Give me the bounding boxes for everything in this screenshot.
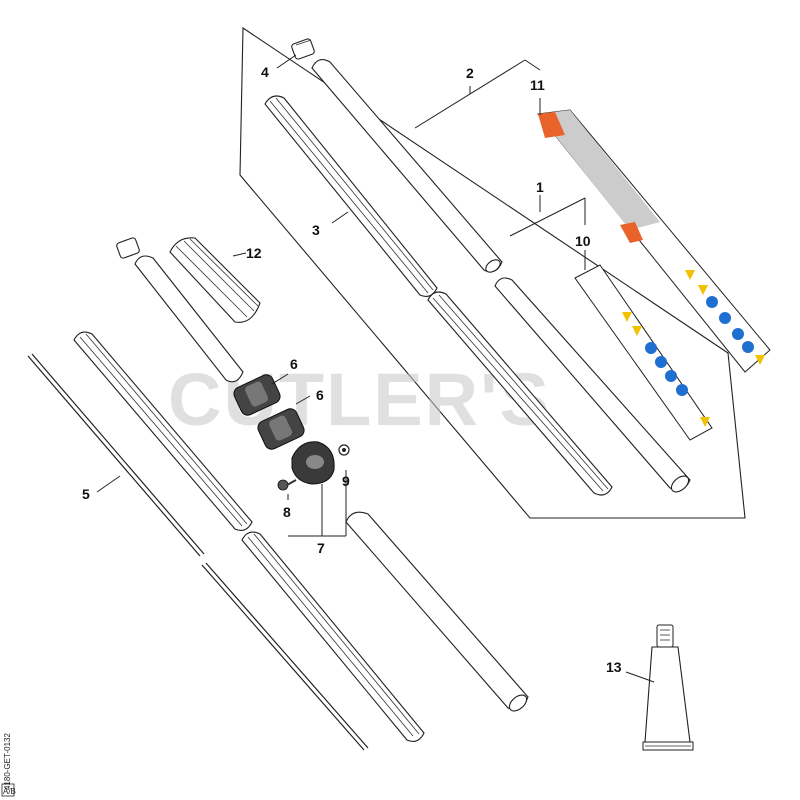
callout-13: 13 [606, 659, 622, 675]
drawing-number: 4180-GET-0132 [3, 733, 12, 790]
callout-6-lower: 6 [316, 387, 324, 403]
part-10-label-small [574, 264, 713, 441]
part-8-screw [277, 479, 297, 491]
callout-9: 9 [342, 473, 350, 489]
leader-lines [96, 54, 655, 683]
left-tube-cap [116, 237, 244, 383]
assembly-outline [239, 26, 746, 519]
part-6-clamp-upper [233, 374, 281, 416]
lower-drive-tube [345, 511, 529, 712]
callout-3: 3 [312, 222, 320, 238]
part-7-handle-clamp [291, 441, 335, 485]
part-13-grease-tube [642, 624, 694, 751]
callout-12: 12 [246, 245, 262, 261]
part-9-nut [338, 444, 350, 456]
part-1-tube-assembly [494, 277, 691, 493]
part-4-end-cap [291, 38, 315, 60]
part-11-label-large [537, 109, 771, 373]
callout-2: 2 [466, 65, 474, 81]
callout-8: 8 [283, 504, 291, 520]
part-3-profiled-shaft-lower [427, 291, 613, 496]
corner-mark-box [1, 783, 15, 797]
part-6-clamp-lower [257, 408, 305, 450]
corner-mark: A/B [3, 787, 16, 796]
callout-5: 5 [82, 486, 90, 502]
part-3-profiled-shaft [264, 95, 438, 297]
callout-4: 4 [261, 64, 269, 80]
callout-1: 1 [536, 179, 544, 195]
part-2-drive-tube [311, 59, 503, 273]
callout-10: 10 [575, 233, 591, 249]
callout-11: 11 [530, 77, 545, 93]
callout-6-upper: 6 [290, 356, 298, 372]
left-profiled-shaft-upper [73, 331, 253, 531]
part-5-drive-shaft [27, 353, 369, 751]
part-12-bearing-sleeve [169, 237, 261, 323]
left-profiled-shaft-lower [241, 531, 425, 742]
callout-7: 7 [317, 540, 325, 556]
